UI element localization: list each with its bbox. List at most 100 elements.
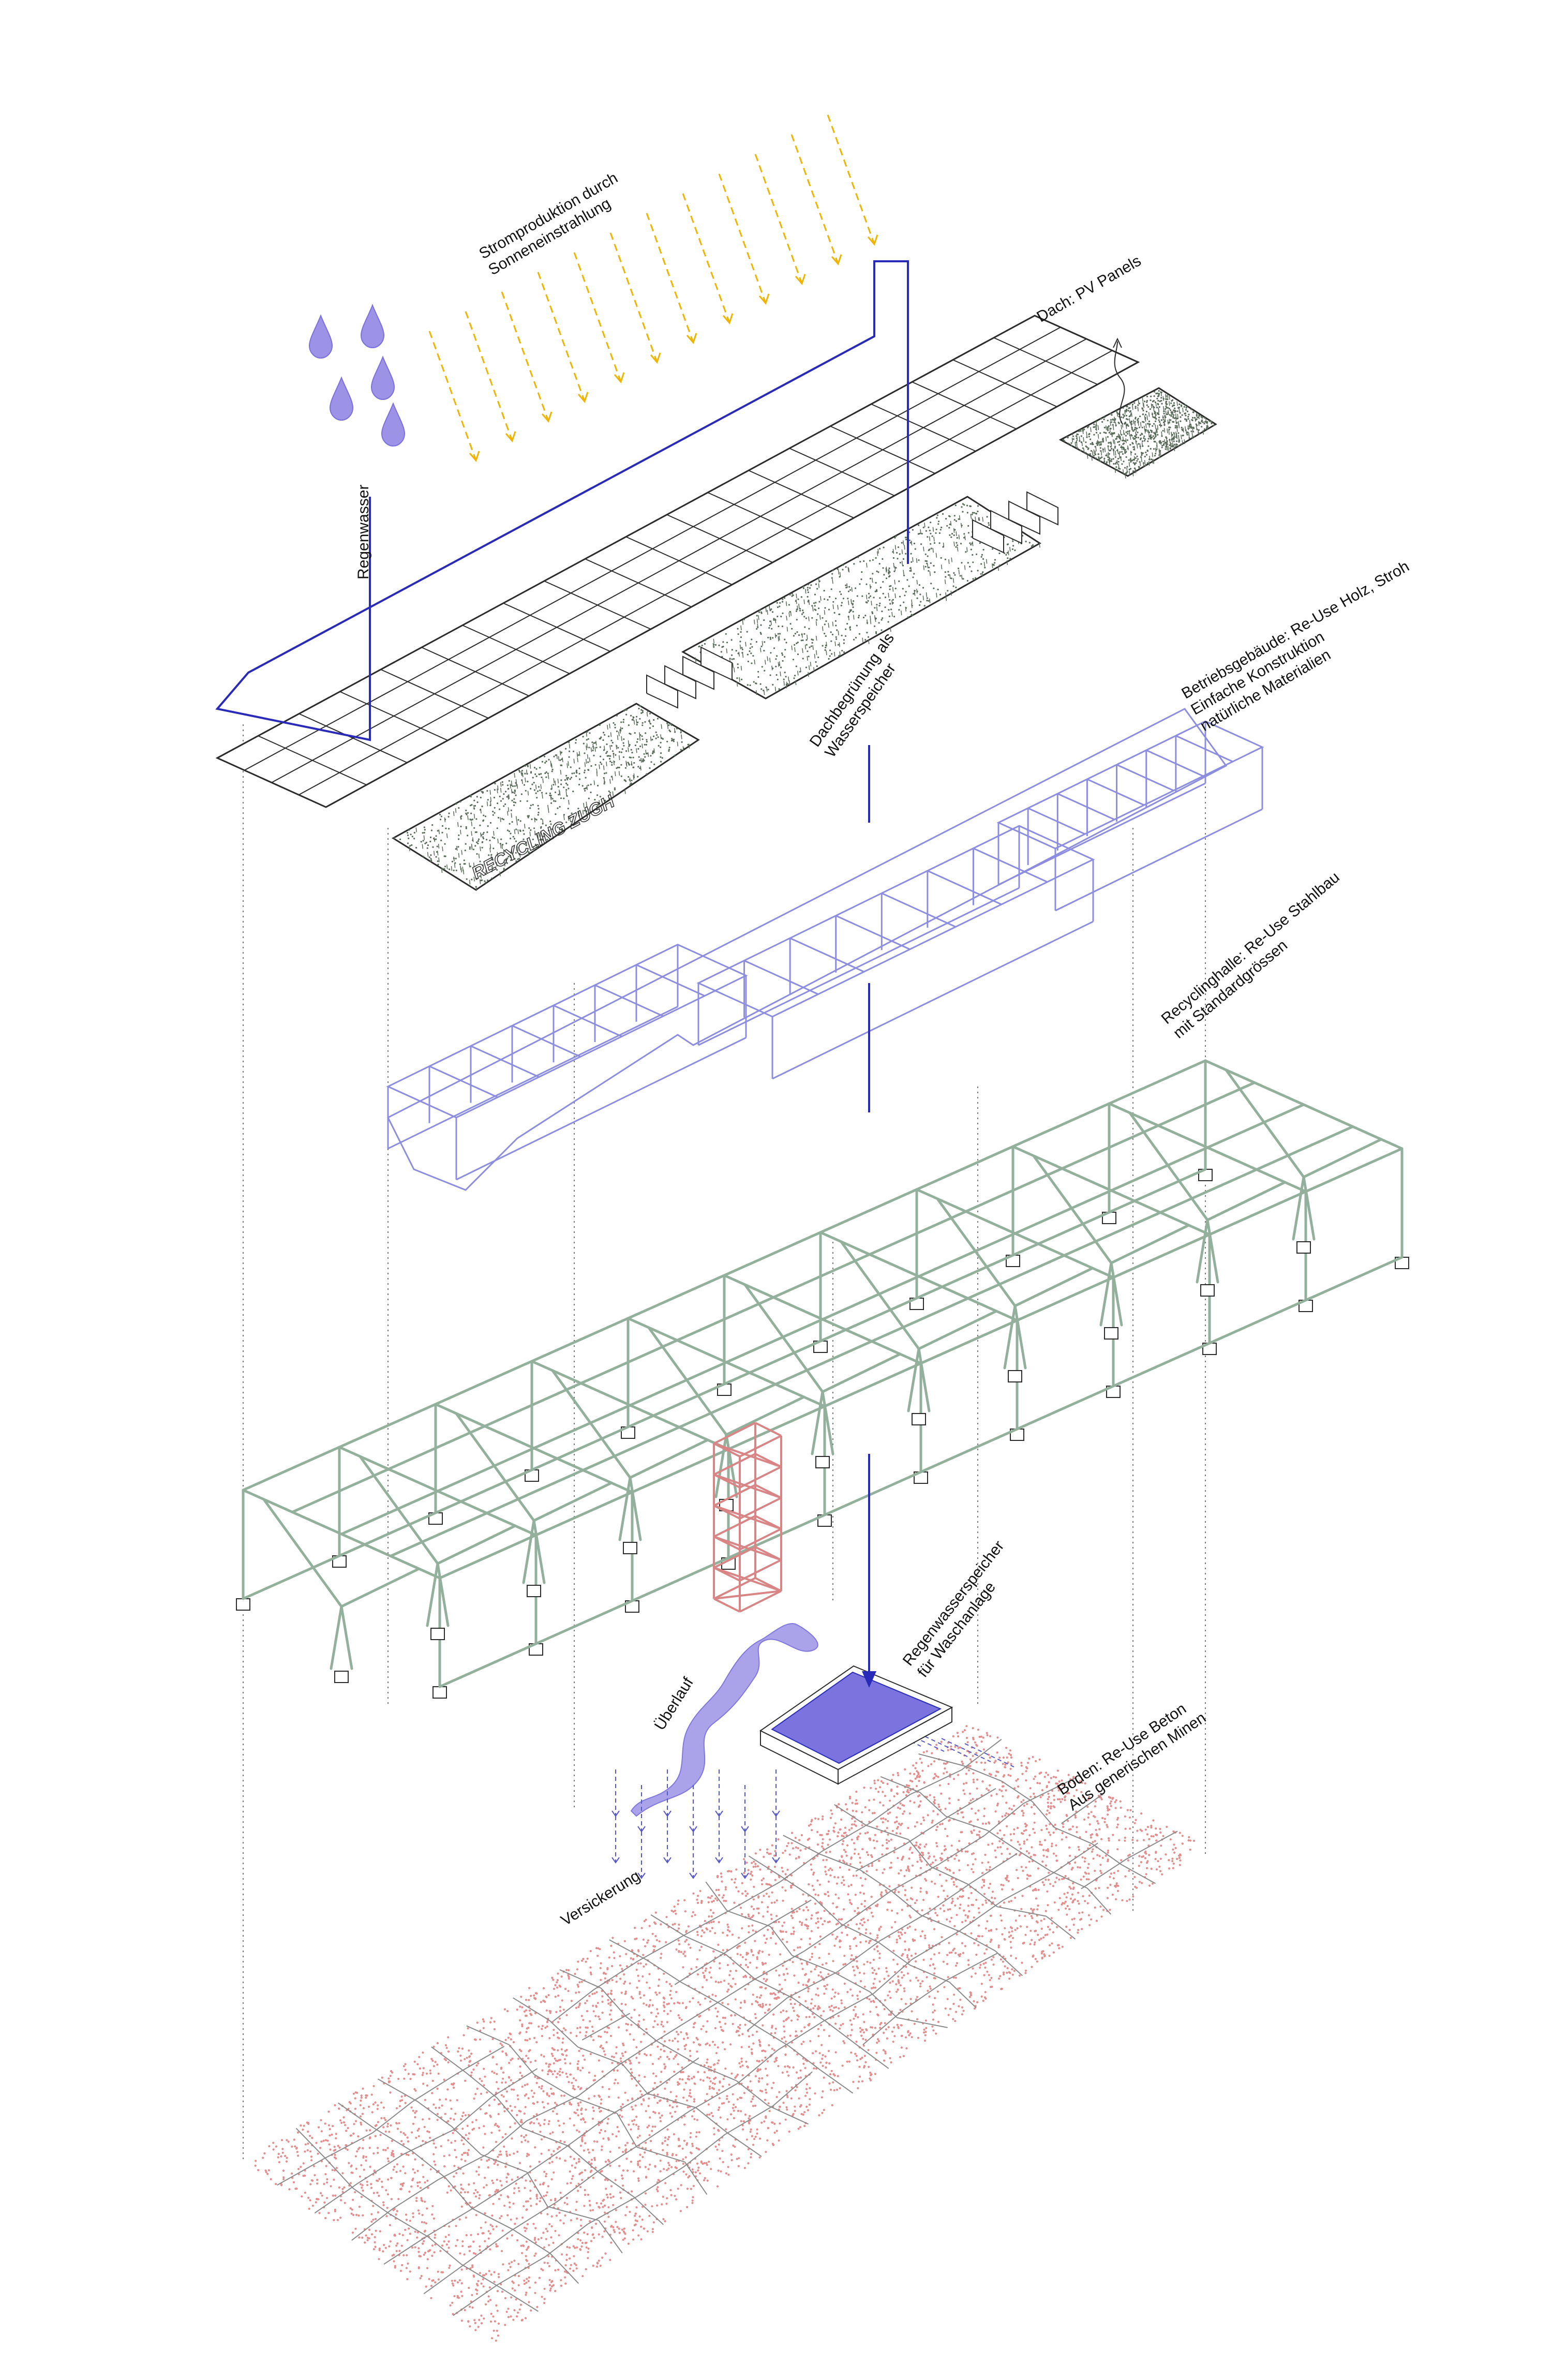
floor-dot: [637, 2164, 639, 2166]
floor-dot: [845, 1803, 847, 1805]
floor-dot: [824, 1893, 826, 1895]
floor-dot: [829, 1875, 831, 1877]
floor-dot: [967, 1864, 969, 1866]
floor-dot: [782, 1930, 784, 1932]
floor-dot: [426, 2130, 428, 2132]
floor-dot: [754, 2105, 756, 2107]
floor-dot: [1065, 1836, 1067, 1838]
floor-dot: [1006, 1877, 1008, 1879]
floor-dot: [491, 2071, 493, 2073]
floor-dot: [638, 2074, 640, 2076]
floor-dot: [977, 1809, 979, 1811]
floor-dot: [1008, 1880, 1010, 1882]
floor-dot: [708, 2114, 710, 2116]
floor-dot: [851, 1823, 853, 1825]
floor-dot: [863, 1972, 865, 1974]
floor-dot: [894, 1971, 896, 1973]
floor-dot: [553, 2029, 555, 2031]
floor-dot: [506, 2214, 509, 2217]
floor-dot: [544, 2288, 546, 2290]
floor-dot: [864, 1806, 867, 1808]
floor-dot: [368, 2106, 370, 2108]
floor-dot: [601, 2146, 603, 2148]
floor-dot: [474, 2039, 476, 2041]
floor-dot: [857, 1907, 859, 1909]
floor-dot: [871, 1912, 873, 1914]
floor-dot: [801, 2043, 803, 2045]
floor-dot: [494, 2163, 496, 2165]
floor-dot: [645, 2141, 647, 2144]
floor-dot: [952, 2018, 954, 2020]
floor-dot: [664, 2220, 666, 2222]
floor-dot: [645, 2028, 647, 2030]
floor-dot: [351, 2212, 353, 2214]
floor-dot: [479, 2078, 481, 2080]
floor-dot: [891, 2031, 893, 2033]
floor-dot: [869, 2011, 871, 2013]
floor-dot: [817, 2028, 819, 2030]
floor-dot: [705, 1927, 707, 1929]
floor-dot: [560, 2279, 562, 2281]
floor-dot: [554, 2290, 556, 2292]
floor-dot: [1099, 1870, 1101, 1872]
floor-dot: [607, 2196, 609, 2198]
floor-dot: [808, 1825, 810, 1827]
floor-dot: [630, 2068, 632, 2070]
floor-dot: [741, 1913, 743, 1915]
floor-dot: [752, 2144, 754, 2146]
floor-dot: [804, 2000, 807, 2002]
floor-dot: [908, 1958, 910, 1960]
floor-dot: [519, 2072, 521, 2074]
floor-dot: [576, 2109, 578, 2111]
floor-dot: [1020, 1801, 1022, 1803]
floor-dot: [1006, 1848, 1008, 1850]
floor-dot: [863, 1906, 865, 1908]
floor-dot: [756, 2001, 758, 2003]
floor-dot: [984, 1762, 986, 1764]
floor-dot: [1160, 1858, 1162, 1860]
floor-dot: [896, 1786, 898, 1788]
floor-dot: [736, 1947, 738, 1949]
floor-dot: [836, 1936, 838, 1938]
floor-dot: [907, 1827, 909, 1829]
floor-dot: [977, 1729, 979, 1731]
floor-dot: [877, 2038, 879, 2040]
floor-dot: [580, 2219, 582, 2221]
floor-dot: [748, 1915, 750, 1917]
floor-dot: [972, 1863, 974, 1865]
floor-dot: [451, 2083, 453, 2085]
floor-dot: [369, 2166, 371, 2168]
floor-dot: [741, 2046, 743, 2048]
floor-dot: [855, 1799, 857, 1801]
floor-dot: [360, 2100, 362, 2102]
floor-dot: [529, 2010, 531, 2012]
floor-dot: [1113, 1877, 1115, 1879]
floor-dot: [546, 2092, 548, 2094]
floor-dot: [839, 1828, 841, 1831]
floor-dot: [1015, 1920, 1017, 1922]
floor-dot: [1020, 1925, 1022, 1927]
floor-dot: [613, 1957, 615, 1959]
floor-dot: [834, 1894, 837, 1896]
floor-dot: [539, 2200, 541, 2202]
floor-dot: [1147, 1826, 1149, 1828]
floor-dot: [665, 2203, 667, 2205]
floor-dot: [459, 2252, 461, 2254]
floor-dot: [775, 2057, 778, 2059]
floor-dot: [332, 2125, 334, 2127]
floor-dot: [737, 1891, 739, 1893]
floor-dot: [793, 1974, 795, 1976]
floor-dot: [873, 1780, 875, 1782]
floor-dot: [569, 2062, 571, 2064]
floor-dot: [873, 1839, 875, 1841]
floor-dot: [377, 2121, 379, 2123]
floor-dot: [533, 2122, 535, 2124]
floor-dot: [733, 1902, 735, 1904]
floor-dot: [493, 2271, 495, 2273]
floor-dot: [585, 2242, 587, 2244]
floor-dot: [1001, 1790, 1003, 1792]
floor-dot: [809, 2023, 811, 2025]
floor-dot: [1002, 1816, 1004, 1818]
floor-dot: [543, 2171, 545, 2173]
floor-dot: [355, 2155, 357, 2158]
